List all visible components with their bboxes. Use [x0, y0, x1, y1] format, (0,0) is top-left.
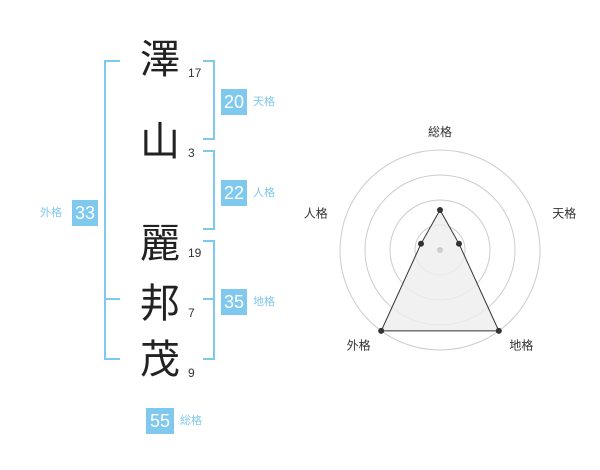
tenkaku-bracket: [203, 60, 215, 140]
given-char-2: 邦: [140, 281, 180, 327]
radar-axis-label-5: 人格: [304, 206, 328, 221]
surname-char-2: 山: [140, 119, 180, 165]
radar-center-point: [437, 247, 443, 253]
chikaku-bracket: [203, 240, 215, 360]
radar-axis-label-2: 天格: [552, 206, 576, 221]
radar-area: [380, 208, 500, 332]
radar-axis-label-3: 地格: [509, 338, 533, 353]
gaikaku-label: 外格: [40, 206, 62, 219]
gaikaku-bracket: [104, 60, 120, 360]
radar-point-4: [378, 327, 385, 334]
tenkaku-badge: 20: [221, 89, 247, 115]
jinkaku-bracket: [203, 150, 215, 230]
gaikaku-bracket-divider: [104, 298, 120, 300]
surname-char-1: 澤: [140, 37, 180, 83]
radar-point-2: [456, 240, 462, 247]
radar-point-1: [437, 207, 443, 213]
given-char-3: 茂: [140, 337, 180, 383]
stroke-count-5: 9: [188, 366, 195, 380]
stroke-count-4: 7: [188, 306, 195, 320]
stroke-count-1: 17: [188, 66, 202, 80]
tenkaku-label: 天格: [253, 95, 275, 108]
radar-axis-label-4: 外格: [347, 338, 371, 353]
chikaku-bracket-divider: [203, 298, 215, 300]
radar-grid-ring-4: [339, 149, 541, 351]
soukaku-badge: 55: [146, 408, 174, 434]
chikaku-label: 地格: [253, 295, 275, 308]
jinkaku-label: 人格: [253, 186, 275, 199]
given-char-1: 麗: [140, 221, 180, 267]
soukaku-label: 総格: [180, 414, 202, 427]
chikaku-badge: 35: [221, 289, 247, 315]
stroke-count-2: 3: [188, 146, 195, 160]
stroke-count-3: 19: [188, 246, 202, 260]
radar-point-5: [418, 240, 424, 247]
radar-axis-label-1: 総格: [428, 124, 452, 139]
radar-point-3: [495, 327, 502, 334]
jinkaku-badge: 22: [221, 180, 247, 206]
gaikaku-badge: 33: [72, 200, 98, 226]
